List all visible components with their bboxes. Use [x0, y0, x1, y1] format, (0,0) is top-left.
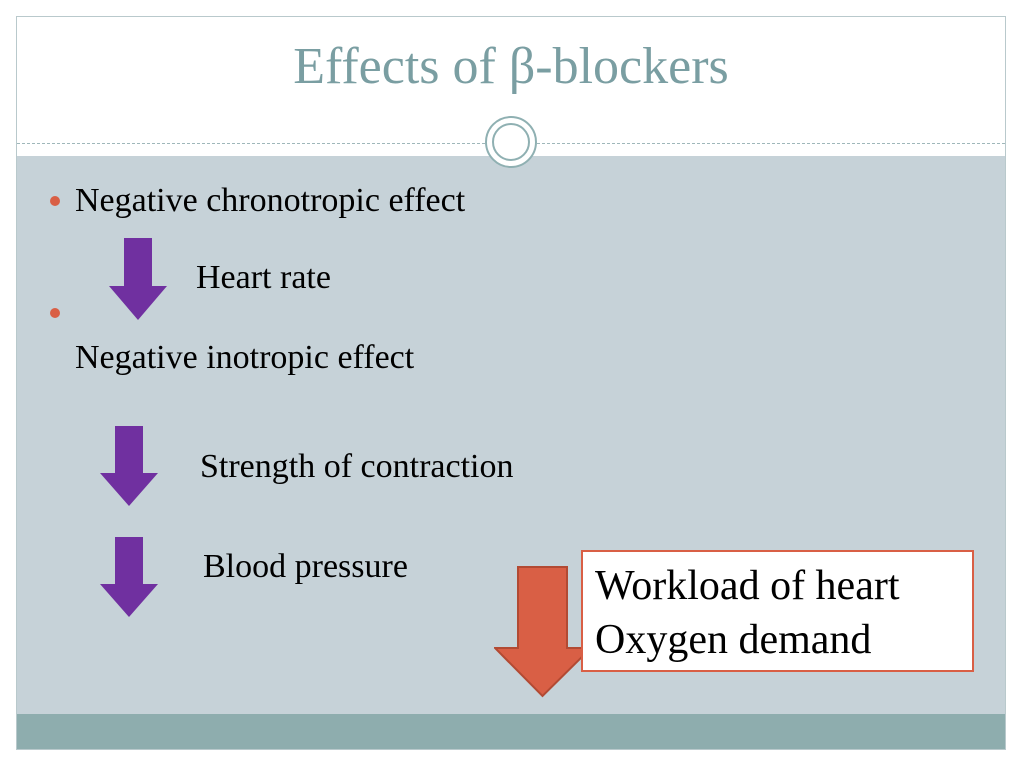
- down-arrow-icon: [100, 426, 158, 506]
- bullet-dot: [50, 308, 60, 318]
- callout-box: Workload of heart Oxygen demand: [581, 550, 974, 672]
- arrow-item-heart-rate: Heart rate: [196, 259, 331, 296]
- arrow-item-strength-of-contraction: Strength of contraction: [200, 448, 514, 485]
- bullet-chronotropic: Negative chronotropic effect: [75, 182, 466, 219]
- circle-ornament-inner: [492, 123, 530, 161]
- large-down-arrow-icon: [494, 566, 592, 698]
- callout-line-workload: Workload of heart: [595, 563, 900, 609]
- down-arrow-icon: [109, 238, 167, 320]
- arrow-item-blood-pressure: Blood pressure: [203, 548, 408, 585]
- circle-ornament-icon: [485, 116, 537, 168]
- footer-band: [17, 714, 1005, 749]
- bullet-dot: [50, 196, 60, 206]
- down-arrow-icon: [100, 537, 158, 617]
- callout-line-oxygen-demand: Oxygen demand: [595, 616, 872, 663]
- bullet-inotropic: Negative inotropic effect: [75, 339, 415, 376]
- slide-title: Effects of β-blockers: [293, 38, 729, 95]
